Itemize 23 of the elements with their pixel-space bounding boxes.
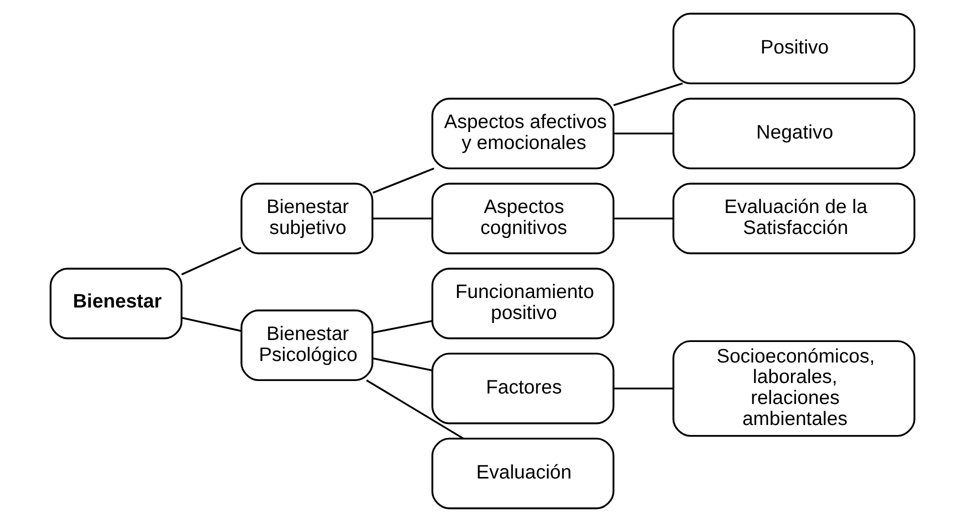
node-box: Bienestar <box>49 268 182 340</box>
connector <box>180 246 241 276</box>
node-box: Socioeconómicos, laborales, relaciones ambientales <box>672 340 915 437</box>
node-box: Aspectos afectivos y emocionales <box>430 98 614 170</box>
connector <box>180 316 241 332</box>
connector <box>613 218 673 220</box>
connector <box>613 132 673 134</box>
connector <box>372 320 432 334</box>
connector <box>366 380 464 440</box>
connector <box>372 218 432 220</box>
node-box: Negativo <box>672 98 915 170</box>
node-box: Factores <box>430 352 614 424</box>
node-box: Positivo <box>672 12 915 84</box>
node-box: Evaluación <box>430 438 614 510</box>
node-box: Bienestar subjetivo <box>240 182 373 254</box>
connector <box>613 388 673 390</box>
connector <box>612 82 682 106</box>
connector <box>372 358 432 372</box>
node-box: Aspectos cognitivos <box>430 182 614 254</box>
connector <box>372 168 434 194</box>
node-box: Evaluación de la Satisfacción <box>672 182 915 254</box>
node-box: Funcionamiento positivo <box>430 268 614 340</box>
node-box: Bienestar Psicológico <box>240 310 373 382</box>
